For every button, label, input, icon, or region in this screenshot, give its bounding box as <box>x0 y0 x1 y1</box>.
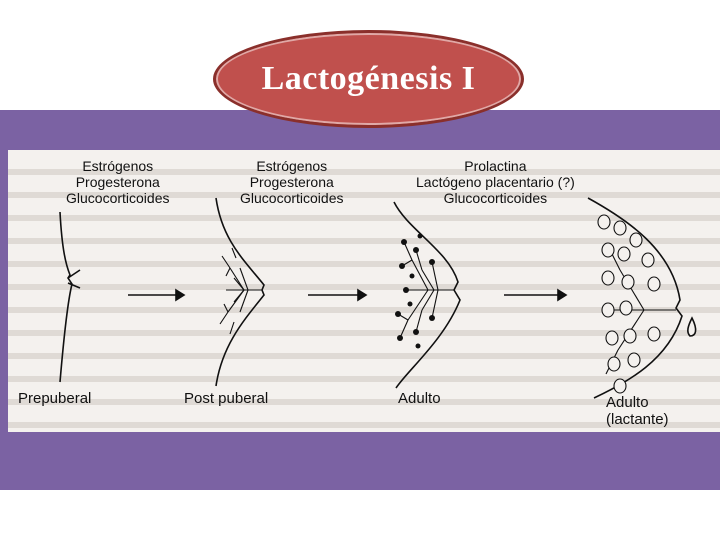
hormone-label: Prolactina <box>464 158 527 174</box>
hormone-label: Estrógenos <box>82 158 154 174</box>
prepuberal-breast <box>59 211 81 383</box>
title-oval: Lactogénesis I <box>213 30 524 128</box>
slide-title: Lactogénesis I <box>261 60 476 97</box>
stage-label-adulto-lactante: Adulto (lactante) <box>606 394 669 428</box>
stage-label-adulto: Adulto <box>398 390 441 407</box>
adult-breast <box>393 201 461 389</box>
figure-drawing <box>8 169 720 428</box>
arrow-1 <box>128 288 186 302</box>
hormone-label: Progesterona <box>75 174 160 190</box>
hormones-stage-3: Prolactina Lactógeno placentario (?) Glu… <box>416 158 575 206</box>
post-puberal-breast <box>215 197 265 387</box>
stage-label-post-puberal: Post puberal <box>184 390 269 407</box>
hormones-stage-1: Estrógenos Progesterona Glucocorticoides <box>66 158 170 206</box>
lactogenesis-figure: Estrógenos Progesterona Glucocorticoides… <box>8 150 720 432</box>
stage-label-prepuberal: Prepuberal <box>18 390 92 407</box>
hormone-label: Lactógeno placentario (?) <box>416 174 575 190</box>
stage-sublabel-text: (lactante) <box>606 411 669 428</box>
stage-label-text: Adulto <box>606 394 649 411</box>
hormones-stage-2: Estrógenos Progesterona Glucocorticoides <box>240 158 344 206</box>
lactating-breast <box>587 197 697 399</box>
hormone-label: Estrógenos <box>256 158 328 174</box>
hormone-label: Glucocorticoides <box>443 190 548 206</box>
arrow-3 <box>504 288 568 302</box>
hormone-label: Glucocorticoides <box>240 190 344 206</box>
hormone-label: Glucocorticoides <box>66 190 170 206</box>
arrow-2 <box>308 288 368 302</box>
hormone-label: Progesterona <box>249 174 334 190</box>
